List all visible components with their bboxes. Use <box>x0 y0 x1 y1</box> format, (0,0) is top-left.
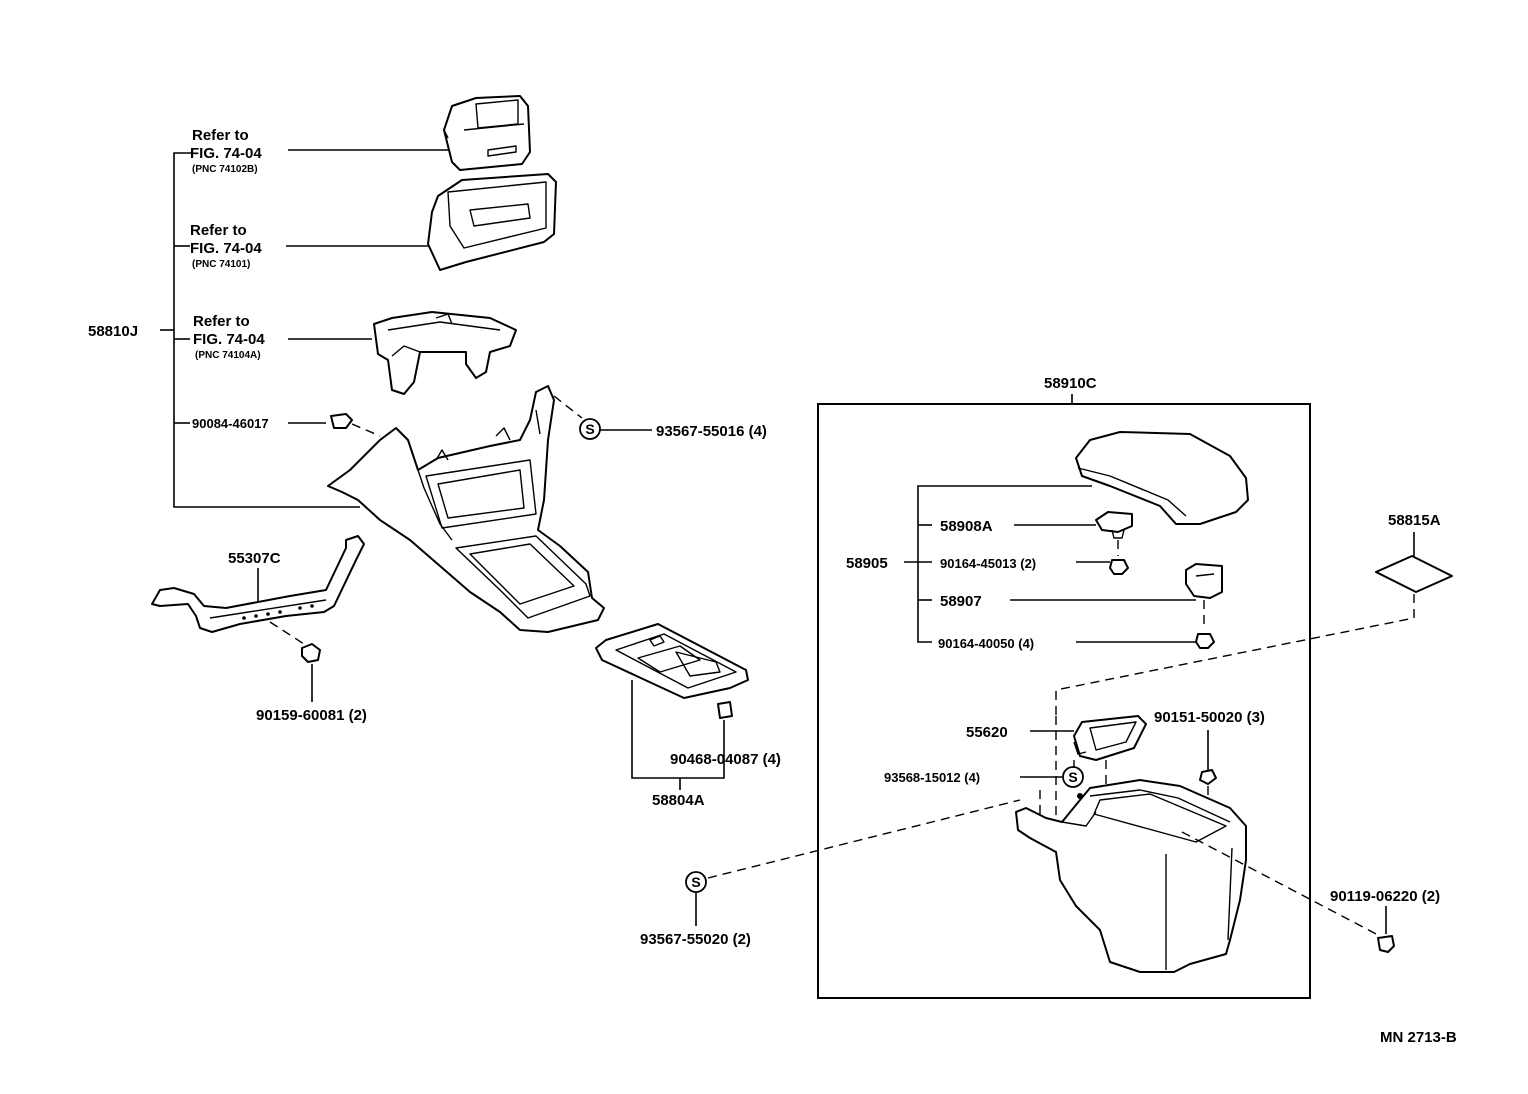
bracket-58810J <box>160 152 360 508</box>
refer-to-label: Refer to <box>190 222 247 239</box>
clip-90468-04087-icon <box>717 701 733 719</box>
screw-90151-50020-icon <box>1199 769 1217 785</box>
shift-panel-icon <box>595 623 749 699</box>
sealer-symbol-icon: S <box>685 871 707 893</box>
sealer-symbol-icon: S <box>579 418 601 440</box>
svg-text:S: S <box>585 421 594 437</box>
armrest-lid-icon <box>1075 431 1249 525</box>
console-box-icon <box>327 385 605 633</box>
part-number-58910C: 58910C <box>1044 375 1097 392</box>
part-number-93567-55020: 93567-55020 (2) <box>640 931 751 948</box>
reference-74102B: Refer to FIG. 74-04 (PNC 74102B) <box>190 127 452 175</box>
part-number-58804A: 58804A <box>652 792 705 809</box>
ashtray-icon <box>443 95 531 171</box>
screw-90164-45013-icon <box>1109 559 1129 575</box>
part-number-90084-46017: 90084-46017 <box>192 416 269 431</box>
clip-90084-46017-icon <box>330 413 381 437</box>
fig-ref-label: FIG. 74-04 <box>190 240 262 257</box>
part-number-55620: 55620 <box>966 724 1008 741</box>
part-number-58905: 58905 <box>846 555 888 572</box>
pnc-label: (PNC 74104A) <box>195 350 261 361</box>
fig-ref-label: FIG. 74-04 <box>190 145 262 162</box>
reference-74101: Refer to FIG. 74-04 (PNC 74101) <box>190 222 430 270</box>
screw-90119-06220-icon <box>1377 935 1395 953</box>
part-number-90164-40050: 90164-40050 (4) <box>938 636 1034 651</box>
refer-to-label: Refer to <box>193 313 250 330</box>
part-number-58907: 58907 <box>940 593 982 610</box>
part-number-90159-60081: 90159-60081 (2) <box>256 707 367 724</box>
svg-text:S: S <box>691 874 700 890</box>
screw-90164-40050-icon <box>1195 633 1215 649</box>
reinforcement-bracket-icon <box>151 535 365 645</box>
reference-74104A: Refer to FIG. 74-04 (PNC 74104A) <box>193 313 372 361</box>
part-number-58810J: 58810J <box>88 323 138 340</box>
part-number-58908A: 58908A <box>940 518 993 535</box>
sealer-symbol-icon: S <box>1062 766 1084 788</box>
part-number-55307C: 55307C <box>228 550 281 567</box>
assembly-frame <box>817 403 1311 999</box>
pnc-label: (PNC 74102B) <box>192 164 258 175</box>
bolt-90159-60081-icon <box>301 643 321 702</box>
hinge-58908A-icon <box>1095 511 1133 539</box>
pnc-label: (PNC 74101) <box>192 259 250 270</box>
part-number-90119-06220: 90119-06220 (2) <box>1330 888 1440 905</box>
latch-58907-icon <box>1185 563 1223 628</box>
part-number-93567-55016: 93567-55016 (4) <box>656 423 767 440</box>
part-number-90151-50020: 90151-50020 (3) <box>1154 709 1265 726</box>
tray-55620-icon <box>1073 715 1147 761</box>
rear-console-box-icon <box>1015 779 1247 973</box>
part-number-58815A: 58815A <box>1388 512 1441 529</box>
bracket-58905 <box>904 485 1092 643</box>
refer-to-label: Refer to <box>192 127 249 144</box>
console-panel-icon <box>427 173 557 271</box>
part-number-90468-04087: 90468-04087 (4) <box>670 751 781 768</box>
pad-58815A-icon <box>1055 555 1453 716</box>
console-bracket-icon <box>373 311 517 395</box>
fig-ref-label: FIG. 74-04 <box>193 331 265 348</box>
svg-text:S: S <box>1068 769 1077 785</box>
part-number-93568-15012: 93568-15012 (4) <box>884 770 980 785</box>
drawing-id: MN 2713-B <box>1380 1029 1457 1046</box>
part-number-90164-45013: 90164-45013 (2) <box>940 556 1036 571</box>
